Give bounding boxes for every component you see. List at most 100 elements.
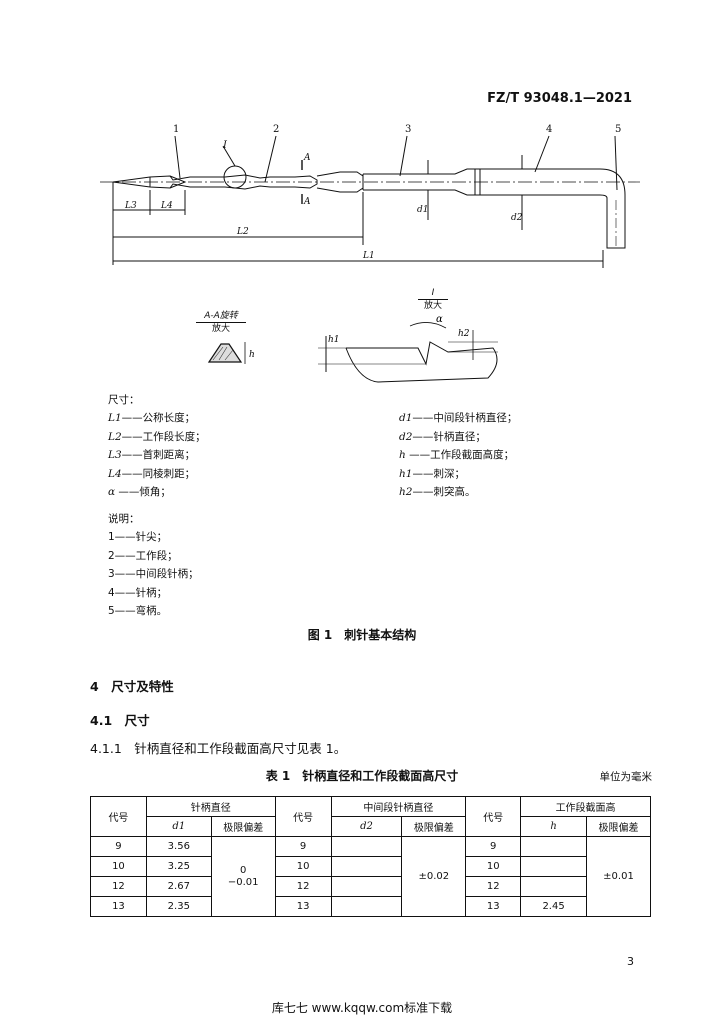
table-row: 12 2.67 12 12 [90, 876, 651, 897]
header-code-1: 代号 [90, 796, 147, 837]
standard-number: FZ/T 93048.1—2021 [487, 91, 632, 106]
dims-left-list: L1——公称长度； L2——工作段长度； L3——首刺距离； L4——同棱刺距；… [108, 409, 206, 502]
cell-d1: 2.67 [145, 876, 212, 897]
header-tolerance-2: 极限偏差 [401, 816, 467, 837]
dims-right-item: h2——刺突高。 [399, 486, 476, 498]
legend-item: 4——针柄； [108, 586, 168, 599]
detail-view-drawing: h1 h2 α [318, 314, 498, 383]
header-h: h [520, 816, 588, 837]
header-shank-diameter: 针柄直径 [145, 796, 276, 817]
table-row: 10 3.25 10 10 [90, 856, 651, 877]
dim-d1: d1 [417, 205, 429, 215]
dims-right-item: d2——针柄直径； [399, 430, 486, 443]
dims-right-item: h ——工作段截面高度； [399, 449, 515, 461]
detail-view-subtitle: 放大 [418, 299, 448, 312]
header-code-2: 代号 [274, 796, 332, 837]
cell-code: 12 [465, 876, 522, 897]
legend-item: 3——中间段针柄； [108, 568, 199, 580]
callout-5: 5 [615, 124, 621, 135]
dims-left-item: α ——倾角； [108, 486, 171, 498]
cell-d1: 3.56 [145, 836, 212, 857]
cell-d2 [330, 876, 403, 897]
dims-left-item: L3——首刺距离； [108, 449, 196, 461]
detail-h1: h1 [328, 335, 340, 345]
header-d1: d1 [145, 816, 212, 837]
dims-left-item: L4——同棱刺距； [108, 467, 196, 480]
spec-table: 代号 针柄直径 代号 中间段针柄直径 代号 工作段截面高 d1 极限偏差 d2 … [90, 796, 651, 917]
cell-code: 9 [90, 836, 147, 857]
tolerance-upper: 0 [240, 864, 247, 876]
detail-label: I [222, 140, 228, 151]
callout-1: 1 [173, 124, 179, 135]
legend-heading: 说明： [108, 513, 140, 525]
section-4-title: 4 尺寸及特性 [90, 679, 174, 694]
header-section-height: 工作段截面高 [520, 796, 651, 817]
dim-L1: L1 [362, 251, 375, 261]
cell-code: 13 [274, 896, 332, 917]
table-row: 9 3.56 0 −0.01 9 ±0.02 9 ±0.01 [90, 836, 651, 917]
detail-h2: h2 [458, 329, 470, 339]
legend-list: 1——针尖； 2——工作段； 3——中间段针柄； 4——针柄； 5——弯柄。 [108, 528, 199, 621]
dim-L3: L3 [124, 201, 137, 211]
cell-h [520, 876, 588, 897]
callout-3: 3 [405, 124, 411, 135]
legend-item: 1——针尖； [108, 531, 168, 543]
cell-h [520, 856, 588, 877]
section-mark-bottom: A [303, 197, 311, 207]
section-h: h [249, 350, 255, 360]
table-row: 13 2.35 13 13 2.45 [90, 896, 651, 917]
section-mark-top: A [303, 153, 311, 163]
dim-L4: L4 [160, 201, 173, 211]
dims-right-item: h1——刺深； [399, 467, 465, 480]
callout-2: 2 [273, 124, 279, 135]
cell-code: 9 [465, 836, 522, 857]
cell-code: 10 [465, 856, 522, 877]
detail-view-title: I [431, 288, 435, 298]
cell-code: 9 [274, 836, 332, 857]
cell-h [520, 836, 588, 857]
dim-d2: d2 [511, 213, 523, 223]
header-tolerance-3: 极限偏差 [586, 816, 651, 837]
section-view-subtitle: 放大 [196, 322, 246, 335]
table-caption: 表 1 针柄直径和工作段截面高尺寸 [265, 769, 459, 783]
page-number: 3 [627, 955, 634, 968]
cell-tolerance-2: ±0.02 [401, 836, 467, 917]
cell-code: 10 [90, 856, 147, 877]
dim-L2: L2 [236, 227, 249, 237]
legend-item: 5——弯柄。 [108, 605, 168, 617]
tolerance-lower: −0.01 [227, 876, 259, 888]
section-view-drawing: h [207, 342, 255, 364]
dims-right-list: d1——中间段针柄直径； d2——针柄直径； h ——工作段截面高度； h1——… [399, 409, 517, 502]
cell-code: 12 [90, 876, 147, 897]
clause-4-1-1: 4.1.1 针柄直径和工作段截面高尺寸见表 1。 [90, 741, 347, 756]
header-middle-shank-diameter: 中间段针柄直径 [330, 796, 467, 817]
cell-tolerance-3: ±0.01 [586, 836, 651, 917]
callout-4: 4 [546, 124, 552, 135]
detail-alpha: α [436, 314, 443, 325]
legend-item: 2——工作段； [108, 549, 178, 562]
header-d2: d2 [330, 816, 403, 837]
cell-h: 2.45 [520, 896, 588, 917]
section-4-1-title: 4.1 尺寸 [90, 713, 150, 728]
table-unit: 单位为毫米 [599, 771, 653, 783]
needle-drawing: 1 2 3 4 5 I A A L3 L4 L2 L1 d1 d2 [100, 124, 640, 268]
cell-d2 [330, 896, 403, 917]
dims-left-item: L1——公称长度； [108, 412, 196, 424]
dims-right-item: d1——中间段针柄直径； [399, 412, 518, 424]
dims-left-item: L2——工作段长度； [108, 430, 206, 443]
cell-d2 [330, 836, 403, 857]
cell-tolerance-1: 0 −0.01 [210, 836, 276, 917]
footer-watermark[interactable]: 库七七 www.kqqw.com标准下载 [271, 1001, 453, 1015]
dims-heading: 尺寸： [108, 394, 140, 406]
figure-caption: 图 1 刺针基本结构 [307, 628, 417, 642]
header-code-3: 代号 [465, 796, 522, 837]
section-view-title: A-A旋转 [204, 311, 238, 321]
header-tolerance-1: 极限偏差 [210, 816, 276, 837]
cell-code: 12 [274, 876, 332, 897]
cell-d2 [330, 856, 403, 877]
cell-code: 10 [274, 856, 332, 877]
cell-d1: 3.25 [145, 856, 212, 877]
cell-d1: 2.35 [145, 896, 212, 917]
cell-code: 13 [90, 896, 147, 917]
cell-code: 13 [465, 896, 522, 917]
